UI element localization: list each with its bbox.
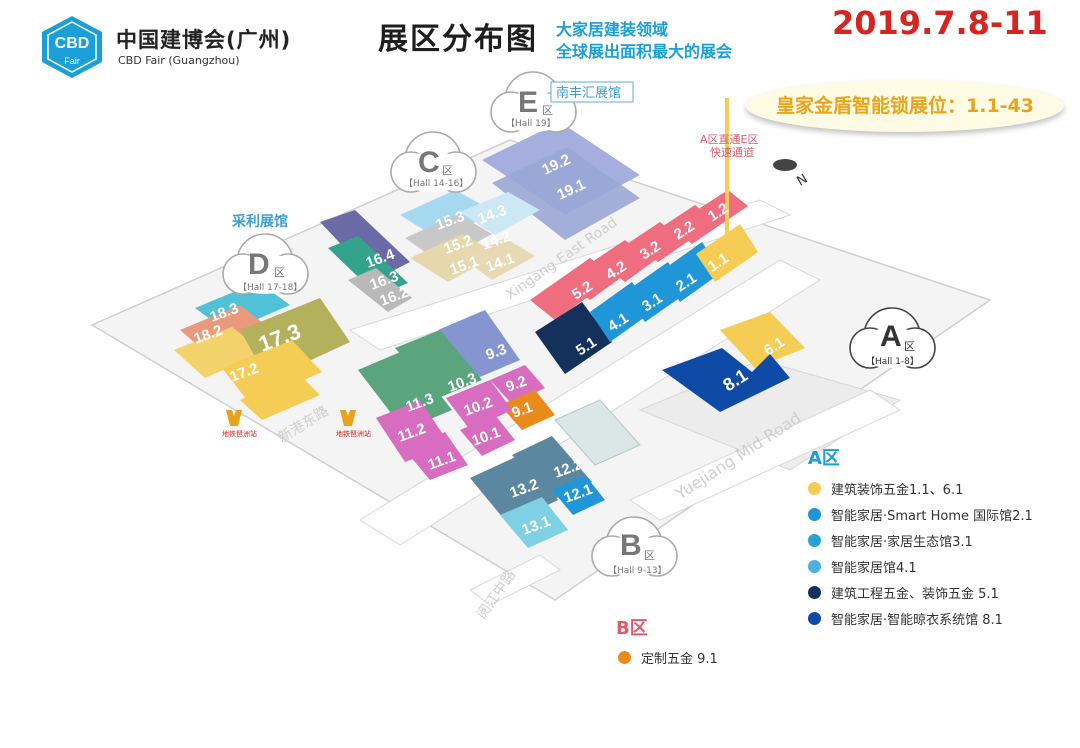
zone-e-hall: 【Hall 19】: [506, 118, 556, 129]
legend-item: 智能家居·Smart Home 国际馆2.1: [808, 505, 1033, 524]
road-main-avenue: [359, 259, 822, 546]
zone-e-suffix: 区: [542, 104, 553, 117]
legend-dot-icon: [808, 534, 821, 547]
zone-d-suffix: 区: [274, 266, 285, 279]
hall-11-3: [358, 350, 452, 430]
legend-item: 建筑装饰五金1.1、6.1: [808, 479, 963, 498]
event-date: 2019.7.8-11: [832, 4, 1048, 42]
hall-15-1: [410, 234, 498, 282]
road-yuejiang-cn: [469, 554, 561, 606]
logo-fair-text: Fair: [64, 56, 80, 66]
zone-b-cloud: [591, 516, 678, 577]
hall-6-1: [720, 312, 805, 368]
hall-label-9-3: 9.3: [484, 341, 509, 364]
hall-10-3: [395, 330, 482, 398]
hall-9-3: [438, 310, 520, 380]
page-title: 展区分布图: [378, 22, 538, 57]
compass-icon: [773, 159, 797, 171]
hall-9-1: [500, 390, 555, 430]
logo-english-name: CBD Fair (Guangzhou): [118, 54, 240, 67]
legend-item: 建筑工程五金、装饰五金 5.1: [808, 583, 999, 602]
legend-dot-icon: [808, 508, 821, 521]
hall-5-1: [535, 302, 612, 374]
metro-label-2: 地铁琶洲站: [336, 429, 371, 438]
passage-label-1: A区直通E区: [700, 132, 758, 146]
legend-item-label: 智能家居·Smart Home 国际馆2.1: [831, 509, 1033, 524]
hall-10-1: [460, 415, 515, 456]
hall-19-1: [492, 147, 640, 240]
hall-13-1: [500, 497, 568, 548]
legend-item-label: 建筑装饰五金1.1、6.1: [831, 483, 964, 498]
booth-callout: 皇家金盾智能锁展位：1.1-43: [746, 80, 1064, 132]
legend-item: 智能家居·家居生态馆3.1: [808, 531, 973, 550]
hall-14-1: [462, 238, 535, 280]
legend-item: 定制五金 9.1: [618, 648, 718, 667]
logo-chinese-name: 中国建博会(广州): [116, 28, 292, 52]
hall-8-1: [662, 348, 790, 412]
zone-a-letter: A: [880, 320, 902, 353]
subtitle-2: 全球展出面积最大的展会: [556, 42, 733, 61]
zone-a-suffix: 区: [904, 340, 915, 353]
metro-icon-2: [340, 410, 356, 426]
zone-b-suffix: 区: [644, 549, 655, 562]
zone-c-hall: 【Hall 14-16】: [404, 178, 468, 189]
hall-label-9-1: 9.1: [510, 399, 535, 422]
road-yuejiang-mid: [628, 389, 902, 521]
hall-15-2: [405, 214, 492, 262]
hall-12-1: [552, 475, 605, 515]
legend-item-label: 智能家居馆4.1: [831, 561, 917, 576]
zone-a-cloud: [849, 307, 936, 369]
zone-c-cloud: [390, 131, 477, 193]
legend-item-label: 定制五金 9.1: [641, 652, 718, 667]
cbd-logo-icon: CBD Fair: [42, 16, 102, 78]
hall-18-1: [174, 327, 264, 378]
zone-d-letter: D: [248, 248, 270, 281]
legend-item: 智能家居馆4.1: [808, 557, 917, 576]
hall-11-1: [405, 432, 468, 480]
zone-d-hall: 【Hall 17-18】: [238, 282, 302, 293]
subtitle-1: 大家居建装领域: [556, 20, 669, 39]
nanfeng-label-box: [550, 81, 634, 103]
legend-dot-icon: [808, 586, 821, 599]
legend-item: 智能家居·智能晾衣系统馆 8.1: [808, 609, 1003, 628]
hall-15-3: [400, 190, 495, 240]
legend-item-label: 智能家居·智能晾衣系统馆 8.1: [831, 613, 1003, 628]
hall-16-2: [348, 268, 412, 312]
hall-12-annex: [554, 399, 641, 466]
metro-label-1: 地铁琶洲站: [222, 429, 257, 438]
caili-label: 采利展馆: [231, 213, 288, 230]
zone-a-hall: 【Hall 1-8】: [866, 356, 919, 367]
legend-b-title: B区: [616, 618, 648, 639]
hall-17-2: [222, 340, 322, 404]
zone-d-cloud: [222, 233, 309, 295]
passage-label-2: 快速通道: [710, 145, 754, 159]
zone-b-hall: 【Hall 9-13】: [608, 565, 667, 576]
zone-b-letter: B: [620, 529, 642, 562]
zone-c-letter: C: [418, 146, 440, 179]
logo-mark-text: CBD: [55, 35, 90, 52]
nanfeng-label: 南丰汇展馆: [556, 85, 621, 101]
legend-a-title: A区: [808, 448, 840, 469]
compass-label: N: [795, 172, 811, 190]
legend-dot-icon: [808, 560, 821, 573]
hall-14-x: [460, 192, 540, 235]
legend-dot-icon: [618, 651, 631, 664]
zone-c-suffix: 区: [442, 164, 453, 177]
metro-icon-1: [226, 410, 242, 426]
legend-item-label: 建筑工程五金、装饰五金 5.1: [831, 587, 999, 602]
legend-dot-icon: [808, 482, 821, 495]
legend-item-label: 智能家居·家居生态馆3.1: [831, 535, 973, 550]
zone-e-letter: E: [518, 86, 538, 119]
legend-dot-icon: [808, 612, 821, 625]
hall-17-1: [240, 375, 320, 420]
hall-label-9-2: 9.2: [504, 373, 529, 396]
